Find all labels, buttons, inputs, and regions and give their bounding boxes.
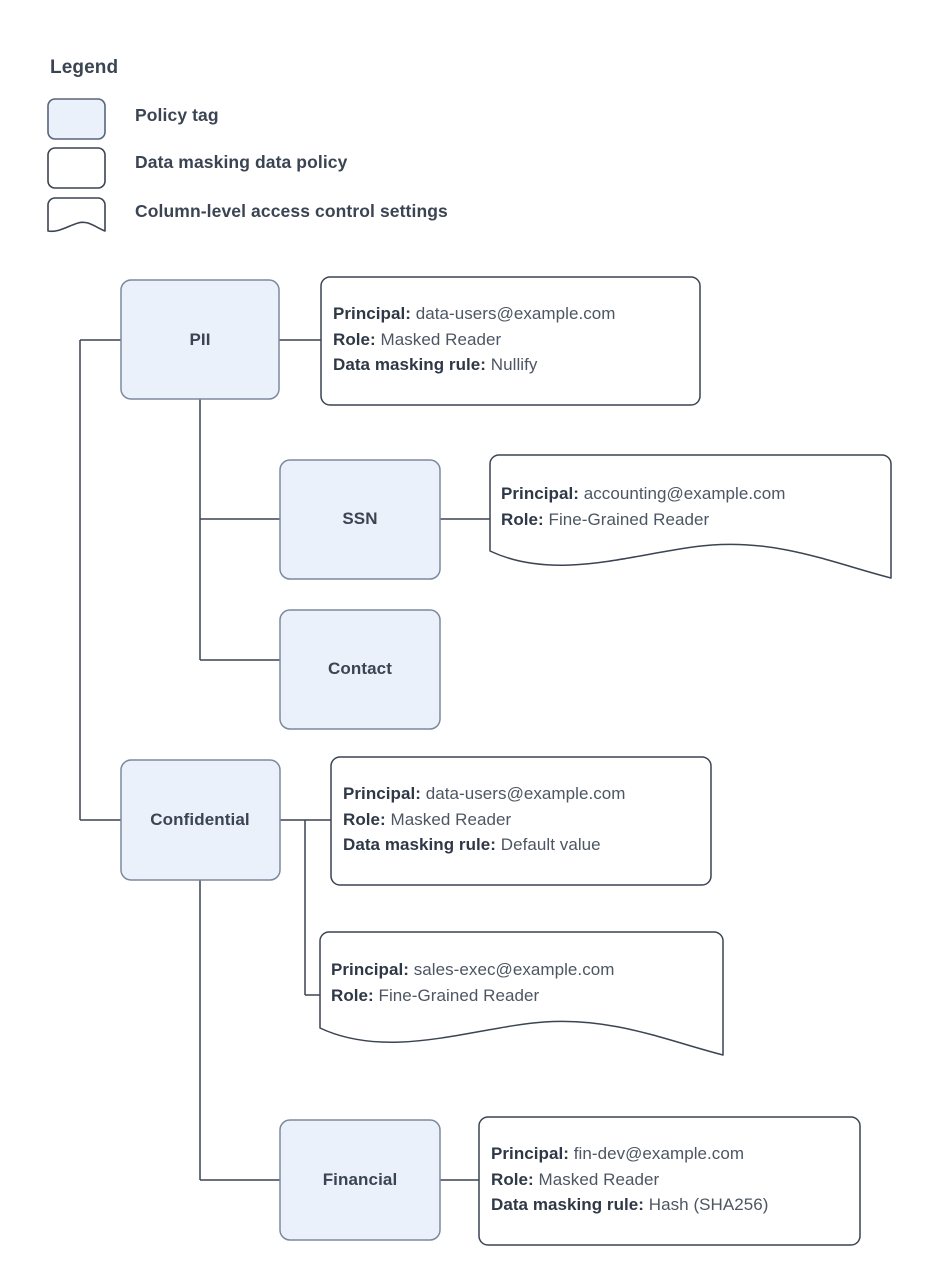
detail-text-pii-masking: Principal: data-users@example.com Role: …	[333, 301, 616, 378]
detail-line: Role: Masked Reader	[343, 807, 626, 833]
detail-line: Principal: accounting@example.com	[501, 481, 785, 507]
legend-label-access-control: Column-level access control settings	[135, 201, 448, 221]
connector-lines	[79, 339, 490, 1181]
detail-key: Principal:	[331, 960, 409, 979]
legend-label-policy-tag: Policy tag	[135, 105, 219, 125]
legend-label-data-masking-policy: Data masking data policy	[135, 152, 348, 172]
detail-key: Role:	[343, 809, 386, 829]
legend-swatch-access-control	[47, 197, 106, 233]
detail-key: Data masking rule:	[491, 1195, 645, 1214]
node-label-contact: Contact	[328, 659, 392, 678]
detail-value: data-users@example.com	[415, 304, 616, 323]
detail-key: Principal:	[343, 784, 421, 803]
node-label-ssn: SSN	[342, 509, 378, 528]
detail-key: Data masking rule:	[343, 835, 497, 854]
detail-text-confidential-masking: Principal: data-users@example.com Role: …	[343, 781, 626, 858]
detail-key: Role:	[333, 329, 376, 349]
detail-text-confidential-access: Principal: sales-exec@example.com Role: …	[331, 957, 614, 1008]
detail-key: Principal:	[491, 1144, 569, 1163]
detail-key: Role:	[491, 1169, 534, 1189]
node-label-confidential: Confidential	[150, 810, 250, 829]
detail-value: fin-dev@example.com	[573, 1144, 745, 1163]
detail-key: Principal:	[501, 484, 579, 503]
detail-line: Principal: sales-exec@example.com	[331, 957, 614, 983]
legend-swatch-data-masking-policy	[47, 147, 106, 189]
detail-line: Role: Fine-Grained Reader	[331, 983, 614, 1009]
detail-line: Data masking rule: Default value	[343, 832, 626, 858]
detail-line: Role: Fine-Grained Reader	[501, 507, 785, 533]
detail-text-financial-masking: Principal: fin-dev@example.com Role: Mas…	[491, 1141, 769, 1218]
detail-line: Principal: fin-dev@example.com	[491, 1141, 769, 1167]
node-label-financial: Financial	[322, 1170, 398, 1189]
detail-text-ssn-access: Principal: accounting@example.com Role: …	[501, 481, 785, 532]
detail-value: Nullify	[490, 355, 538, 374]
detail-value: sales-exec@example.com	[413, 960, 615, 979]
detail-key: Role:	[331, 985, 374, 1005]
legend-title: Legend	[50, 57, 119, 78]
detail-line: Data masking rule: Nullify	[333, 352, 616, 378]
detail-value: Fine-Grained Reader	[378, 985, 540, 1005]
node-label-pii: PII	[189, 330, 211, 349]
legend-swatch-policy-tag	[47, 98, 106, 140]
detail-value: Masked Reader	[390, 809, 512, 829]
detail-line: Role: Masked Reader	[333, 327, 616, 353]
detail-value: Masked Reader	[538, 1169, 660, 1189]
detail-line: Data masking rule: Hash (SHA256)	[491, 1192, 769, 1218]
detail-value: Fine-Grained Reader	[548, 509, 710, 529]
detail-line: Role: Masked Reader	[491, 1167, 769, 1193]
detail-value: accounting@example.com	[583, 484, 786, 503]
detail-value: Masked Reader	[380, 329, 502, 349]
detail-key: Role:	[501, 509, 544, 529]
detail-value: data-users@example.com	[425, 784, 626, 803]
detail-key: Data masking rule:	[333, 355, 487, 374]
detail-value: Hash (SHA256)	[648, 1195, 769, 1214]
detail-key: Principal:	[333, 304, 411, 323]
detail-line: Principal: data-users@example.com	[343, 781, 626, 807]
detail-line: Principal: data-users@example.com	[333, 301, 616, 327]
detail-value: Default value	[500, 835, 601, 854]
